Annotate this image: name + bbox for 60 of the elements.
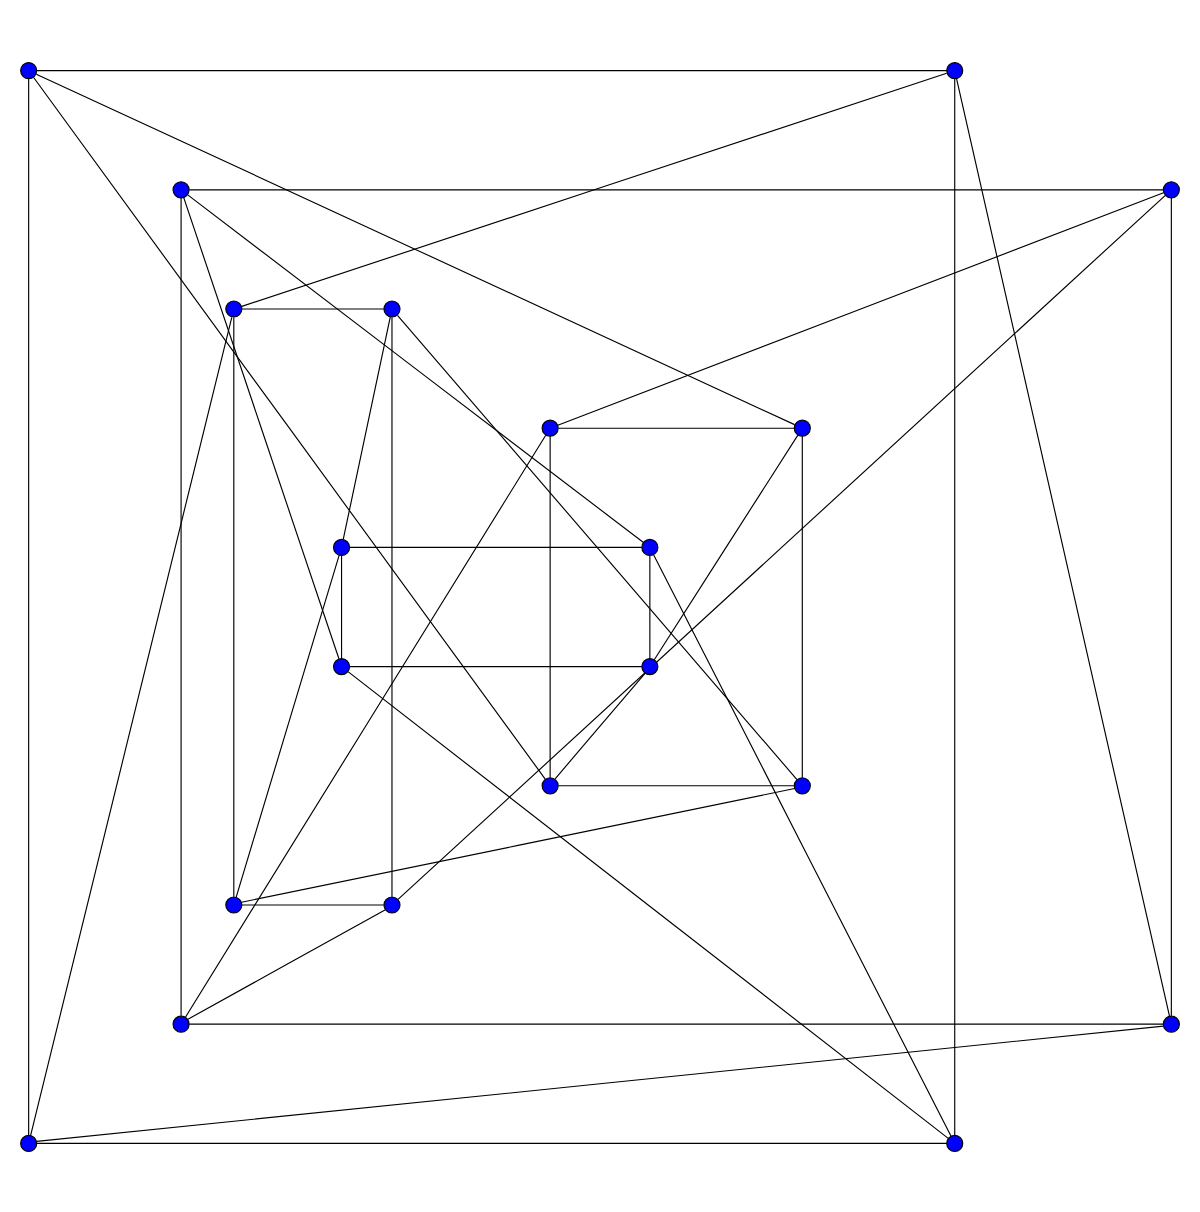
connector xyxy=(28,77,30,1135)
node-circle xyxy=(332,537,351,555)
connector xyxy=(391,315,393,897)
connector xyxy=(557,191,1165,425)
connector xyxy=(557,426,795,428)
connector xyxy=(180,196,182,1016)
connector xyxy=(241,307,385,309)
connector xyxy=(36,1141,948,1143)
connector xyxy=(342,315,391,539)
connector xyxy=(956,77,1171,1016)
node-circle xyxy=(225,299,243,317)
connector xyxy=(32,75,546,779)
connector xyxy=(184,433,547,1017)
connector xyxy=(241,71,948,306)
node-circle xyxy=(225,895,243,913)
node-circle xyxy=(541,418,559,436)
connector xyxy=(557,784,795,786)
node-circle xyxy=(1162,1014,1180,1032)
node-circle xyxy=(20,1133,38,1151)
connector xyxy=(801,434,803,778)
connector xyxy=(187,193,645,543)
node-circle xyxy=(332,657,351,675)
connector xyxy=(36,69,948,71)
connector xyxy=(188,1022,1164,1024)
node-circle xyxy=(383,895,401,913)
connector xyxy=(340,553,343,658)
connector xyxy=(954,77,956,1135)
node-circle xyxy=(172,180,190,198)
connector xyxy=(235,553,340,897)
connector xyxy=(653,433,799,660)
node-circle xyxy=(946,1133,964,1151)
connector xyxy=(349,665,643,667)
connector xyxy=(396,313,798,780)
connector xyxy=(36,1024,1164,1141)
connector xyxy=(35,72,796,425)
node-circle xyxy=(20,61,38,79)
connector xyxy=(397,194,1166,899)
connector xyxy=(649,553,651,658)
connector xyxy=(241,786,796,902)
node-circle xyxy=(641,657,659,675)
connector xyxy=(347,670,949,1138)
connector xyxy=(233,315,235,897)
node-circle xyxy=(946,61,964,79)
connector xyxy=(349,545,643,547)
connector xyxy=(1170,196,1172,1016)
node-circle xyxy=(641,537,659,555)
node-circle xyxy=(172,1014,190,1032)
node-circle xyxy=(541,776,559,794)
connector xyxy=(187,908,386,1019)
node-circle xyxy=(1162,180,1180,198)
connector xyxy=(241,903,385,905)
connector xyxy=(653,553,952,1136)
connector xyxy=(549,434,551,778)
connector xyxy=(30,315,233,1136)
node-circle xyxy=(793,776,811,794)
node-circle xyxy=(793,418,811,436)
connector xyxy=(188,188,1164,190)
connector xyxy=(554,671,646,779)
connector xyxy=(183,196,340,659)
node-circle xyxy=(383,299,401,317)
